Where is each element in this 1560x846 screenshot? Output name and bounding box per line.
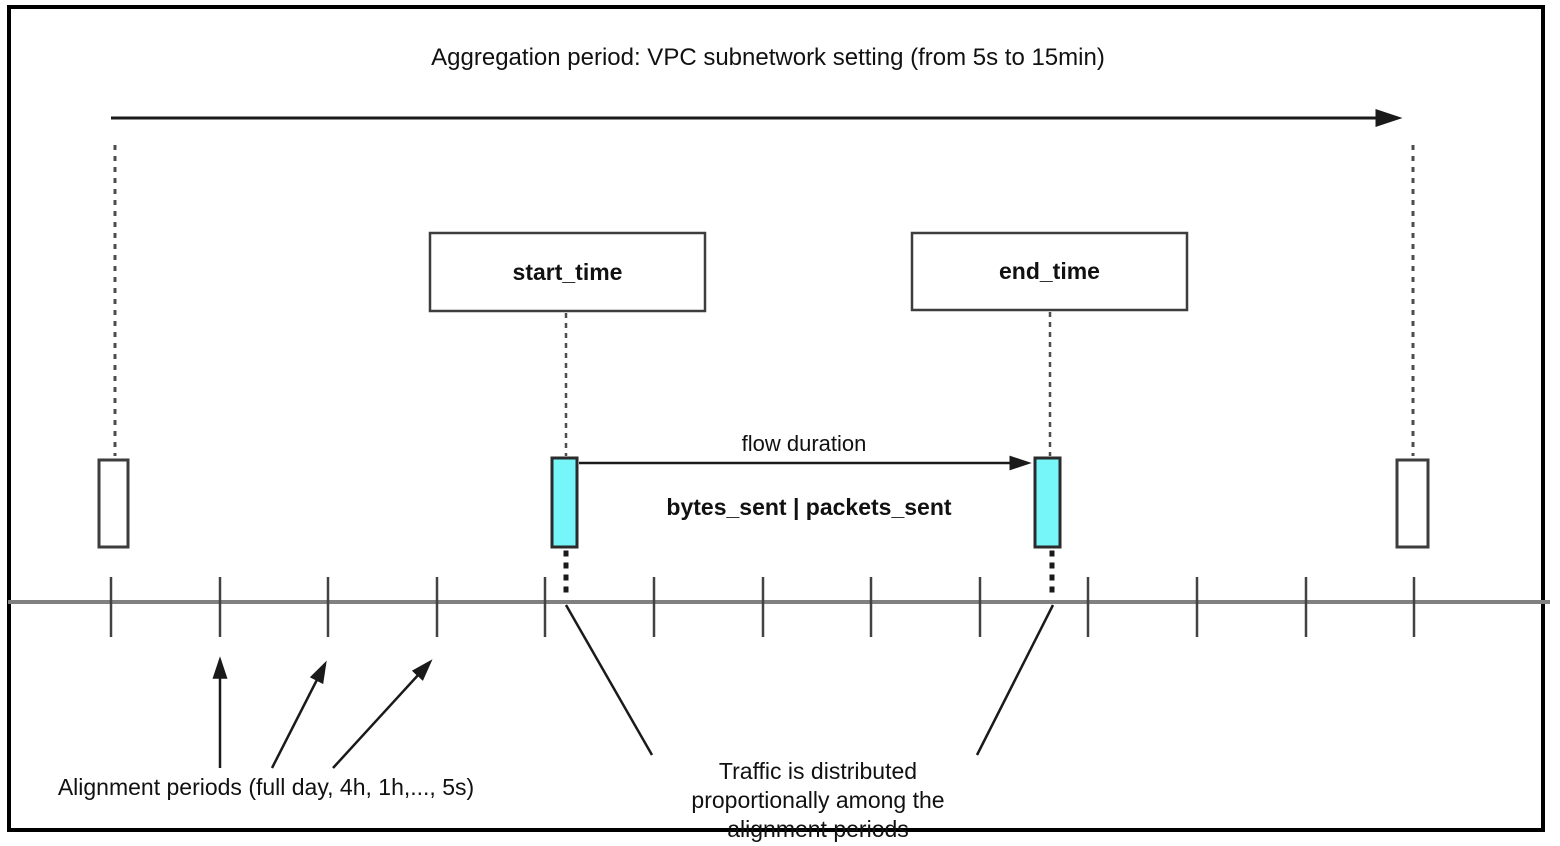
alignment-periods-label: Alignment periods (full day, 4h, 1h,...,… <box>57 774 475 800</box>
flow-duration-label: flow duration <box>741 431 867 456</box>
traffic-distribution-note: Traffic is distributed proportionally am… <box>691 758 945 842</box>
outer-frame <box>7 5 1545 832</box>
traffic-callout-line-right <box>975 604 1055 756</box>
flow-end-bar <box>1033 456 1062 549</box>
alignment-arrow-2 <box>270 660 327 769</box>
end-time-label: end_time <box>999 258 1100 284</box>
diagram-title: Aggregation period: VPC subnetwork setti… <box>431 44 1105 71</box>
traffic-callout-line-left <box>564 604 654 756</box>
start-time-box <box>428 231 707 313</box>
left-period-rect <box>97 458 130 549</box>
alignment-arrow-3 <box>332 659 433 769</box>
start-time-label: start_time <box>512 258 623 285</box>
end-time-box <box>910 231 1189 312</box>
flow-metrics-label: bytes_sent | packets_sent <box>666 494 952 520</box>
tick-group <box>109 577 1416 637</box>
flow-start-bar <box>550 456 579 549</box>
right-period-rect <box>1395 458 1430 549</box>
